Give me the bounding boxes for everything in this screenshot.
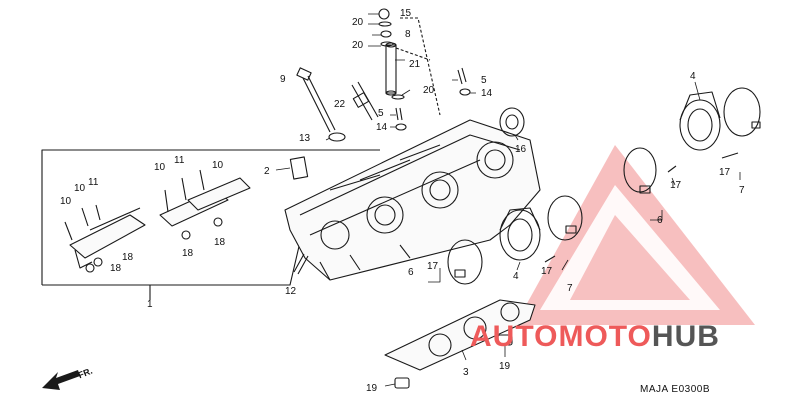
stud-12 <box>293 253 309 275</box>
clamp-6-upper <box>623 147 657 194</box>
callout-17: 17 <box>427 261 439 272</box>
callout-10: 10 <box>154 162 166 173</box>
spark-plug-22 <box>351 81 379 121</box>
diagram-code: MAJA E0300B <box>640 384 710 395</box>
dowel-18a <box>93 257 103 267</box>
bolt-5a <box>457 67 467 85</box>
dowel-pin-2 <box>289 156 309 180</box>
callout-5: 5 <box>481 75 487 86</box>
dowel-19a <box>394 377 410 389</box>
callout-22: 22 <box>334 99 346 110</box>
dowel-18b <box>85 263 95 273</box>
callout-17: 17 <box>719 167 731 178</box>
clamp-7-lower <box>547 195 583 241</box>
o-ring-20b <box>380 41 394 47</box>
insulator-4-upper <box>679 91 721 151</box>
callout-6: 6 <box>408 267 414 278</box>
callout-16: 16 <box>515 144 527 155</box>
callout-10: 10 <box>212 160 224 171</box>
callout-3: 3 <box>463 367 469 378</box>
rocker-arm-assembly-right <box>187 177 251 211</box>
screw-17c <box>544 255 556 263</box>
dowel-18c <box>181 230 191 240</box>
watermark-triangle-logo <box>515 145 755 325</box>
spark-plug-tube-21 <box>385 42 397 96</box>
callout-10: 10 <box>74 183 86 194</box>
callout-18: 18 <box>214 237 226 248</box>
clamp-6-lower <box>447 239 483 285</box>
watermark-text-part2: HUB <box>651 320 720 353</box>
screw-17b <box>667 165 677 173</box>
leader-lines <box>275 13 741 387</box>
o-ring-20a <box>378 21 392 27</box>
callout-14: 14 <box>376 122 388 133</box>
group-bracket-upper <box>395 17 441 116</box>
callout-17: 17 <box>670 180 682 191</box>
callout-2: 2 <box>264 166 270 177</box>
callout-9: 9 <box>280 74 286 85</box>
washer-14b <box>395 123 407 131</box>
callout-21: 21 <box>409 59 421 70</box>
callout-7: 7 <box>739 185 745 196</box>
cylinder-head <box>284 119 541 281</box>
head-gasket-3 <box>384 299 536 371</box>
callout-17: 17 <box>541 266 553 277</box>
callout-19: 19 <box>366 383 378 394</box>
washer-14a <box>459 88 471 96</box>
watermark-text-part1: AUTOMOTO <box>470 320 652 353</box>
cap-15 <box>378 8 390 20</box>
bolt-9 <box>296 67 336 133</box>
callout-18: 18 <box>122 252 134 263</box>
screw-17a <box>721 152 739 159</box>
front-direction-arrow-icon <box>42 370 80 390</box>
callout-6: 6 <box>657 215 663 226</box>
callout-14: 14 <box>481 88 493 99</box>
washer-13 <box>328 132 346 142</box>
cam-seal-16 <box>499 107 525 137</box>
callout-11: 11 <box>88 177 99 188</box>
bolt-5b <box>395 107 403 121</box>
callout-12: 12 <box>285 286 297 297</box>
insulator-4-lower <box>499 207 541 261</box>
callout-15: 15 <box>400 8 412 19</box>
callout-18: 18 <box>182 248 194 259</box>
callout-1: 1 <box>147 299 153 310</box>
dowel-18d <box>213 217 223 227</box>
o-ring-20c <box>391 94 405 100</box>
callout-8: 8 <box>405 29 411 40</box>
callout-20: 20 <box>352 17 364 28</box>
callout-18: 18 <box>110 263 122 274</box>
watermark-logo-text: AUTOMOTOHUB <box>470 320 720 354</box>
group-bracket-1 <box>41 149 380 300</box>
callout-7: 7 <box>567 283 573 294</box>
clamp-7-upper <box>723 87 761 137</box>
callout-4: 4 <box>690 71 696 82</box>
callout-11: 11 <box>174 155 185 166</box>
seal-8 <box>380 30 392 38</box>
callout-13: 13 <box>299 133 311 144</box>
callout-10: 10 <box>60 196 72 207</box>
callout-19: 19 <box>499 361 511 372</box>
callout-20: 20 <box>423 85 435 96</box>
callout-20: 20 <box>352 40 364 51</box>
callout-4: 4 <box>513 271 519 282</box>
callout-5: 5 <box>378 108 384 119</box>
